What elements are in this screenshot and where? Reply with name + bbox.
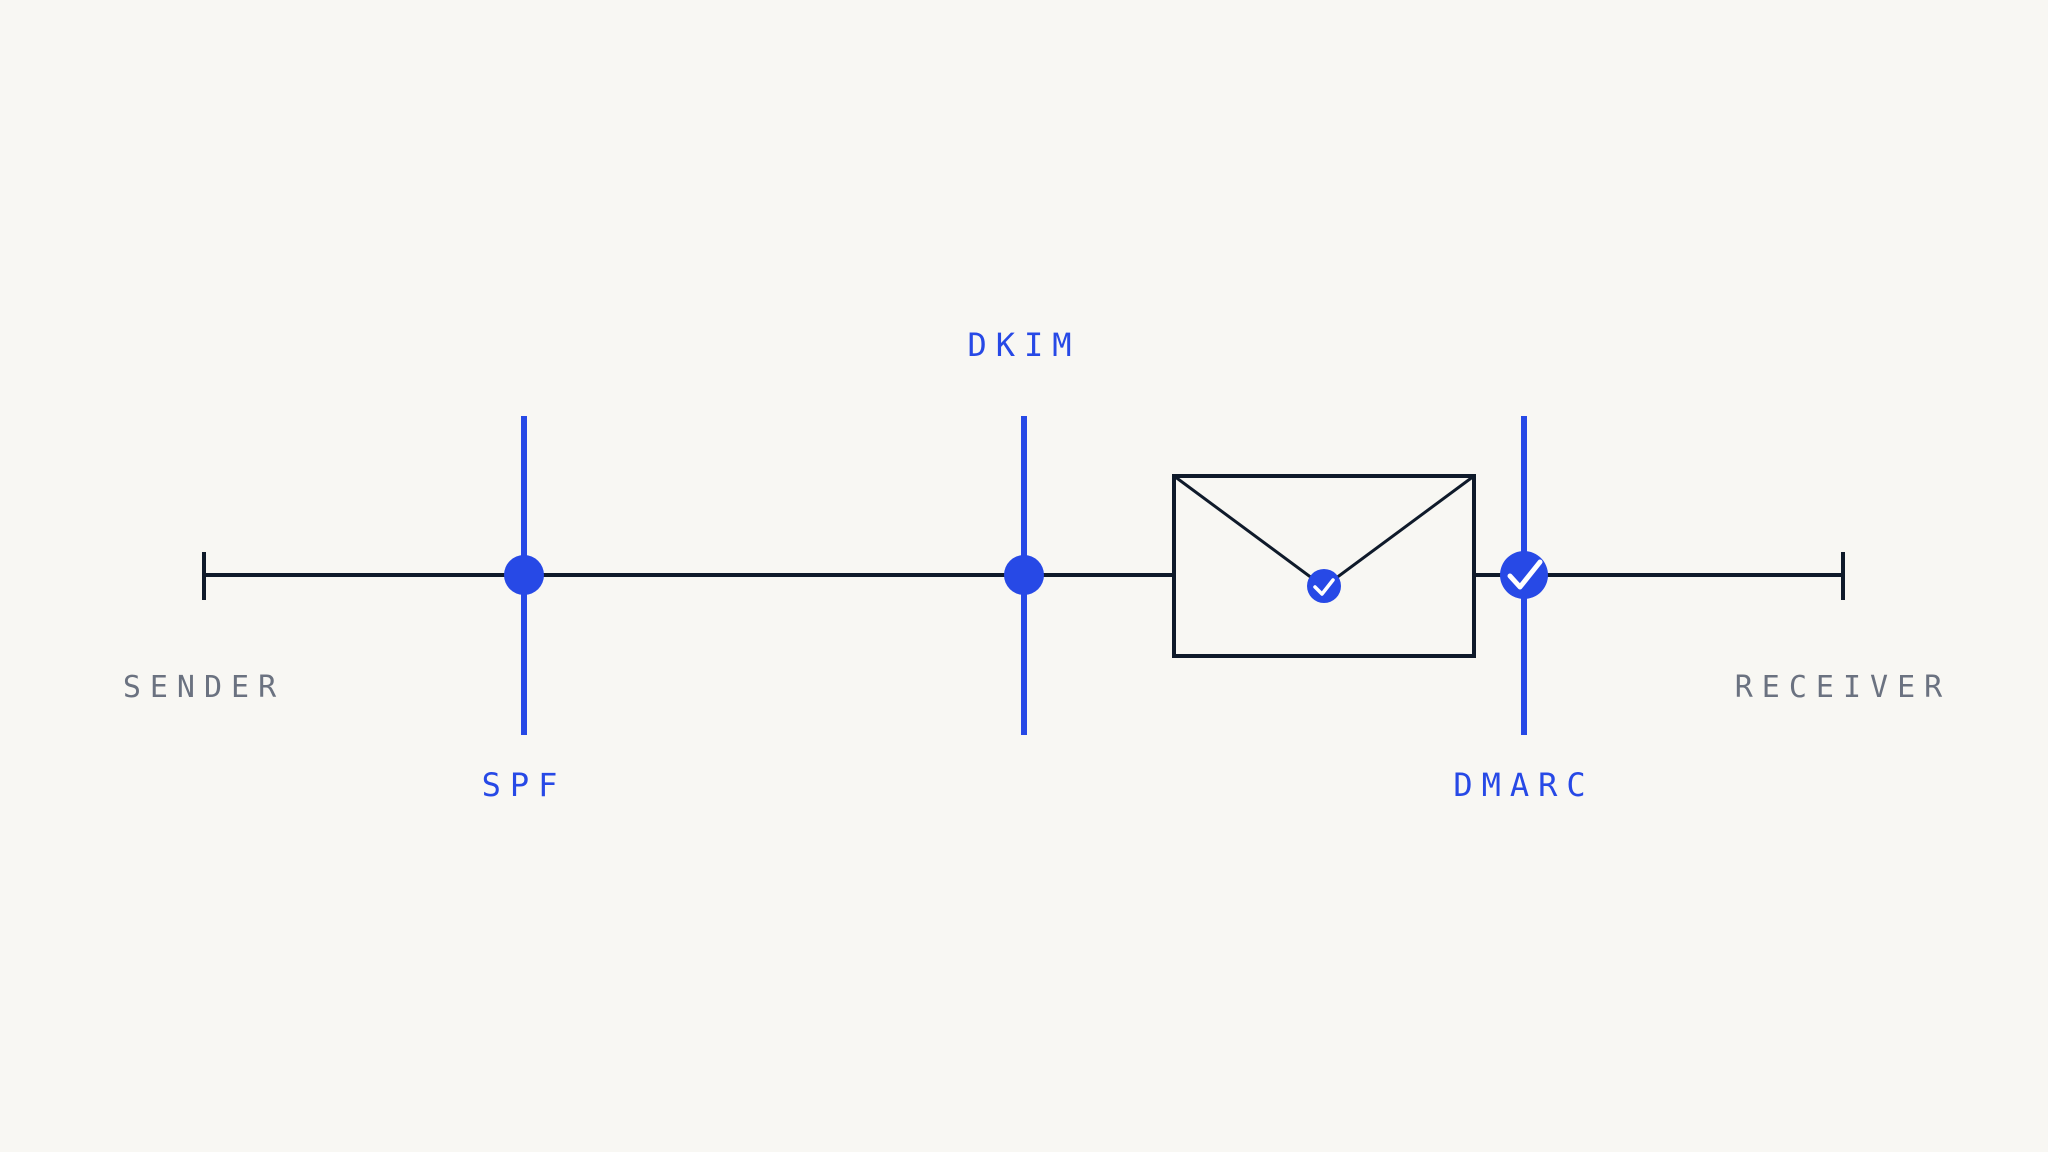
sender-label: SENDER: [123, 670, 285, 705]
dmarc-checkpoint: [1500, 416, 1548, 735]
spf-label: SPF: [482, 766, 567, 804]
dmarc-label: DMARC: [1453, 766, 1594, 804]
check-circle-icon: [1307, 569, 1341, 603]
dmarc-check-icon: [1500, 551, 1548, 599]
spf-node: [504, 555, 544, 595]
envelope-icon: [1172, 474, 1476, 658]
spf-checkpoint: [504, 416, 544, 735]
dkim-node: [1004, 555, 1044, 595]
dkim-checkpoint: [1004, 416, 1044, 735]
receiver-label: RECEIVER: [1735, 670, 1952, 705]
dkim-label: DKIM: [967, 326, 1080, 364]
